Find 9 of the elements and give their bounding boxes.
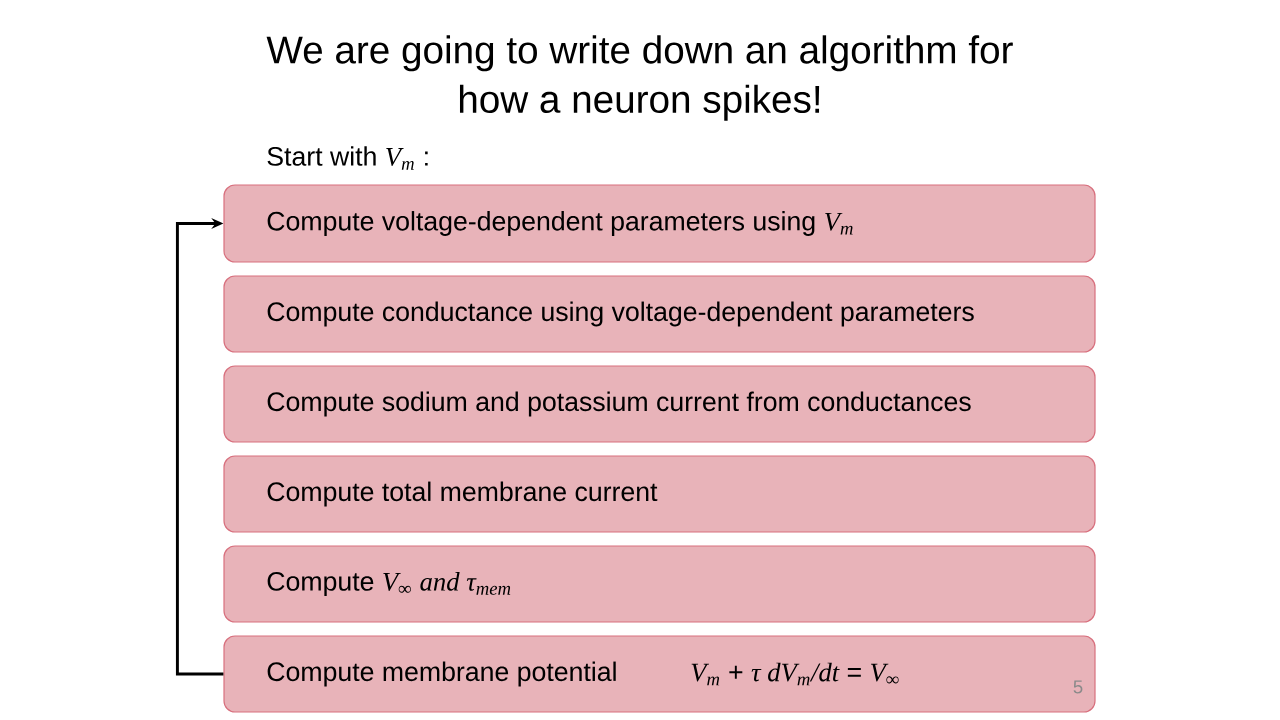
process-box: Compute sodium and potassium current from conductances [223,365,1096,443]
process-box: Compute V$_{∞}$ and τ$_{mem}$ [223,545,1096,623]
process-box: Compute conductance using voltage-dependent parameters [223,275,1096,353]
process-box: Compute voltage-dependent parameters using V$_{m}$ [223,184,1096,263]
equation: V$_{m}$ + τ dV$_{m}$/dt = V$_{∞}$ [691,662,899,686]
feedback-arrow [175,218,224,676]
process-box: Compute total membrane current [223,455,1096,533]
title: We are going to write down an algorithm for how a neuron spikes! [266,35,1013,121]
page-number: 5 [1073,680,1083,694]
